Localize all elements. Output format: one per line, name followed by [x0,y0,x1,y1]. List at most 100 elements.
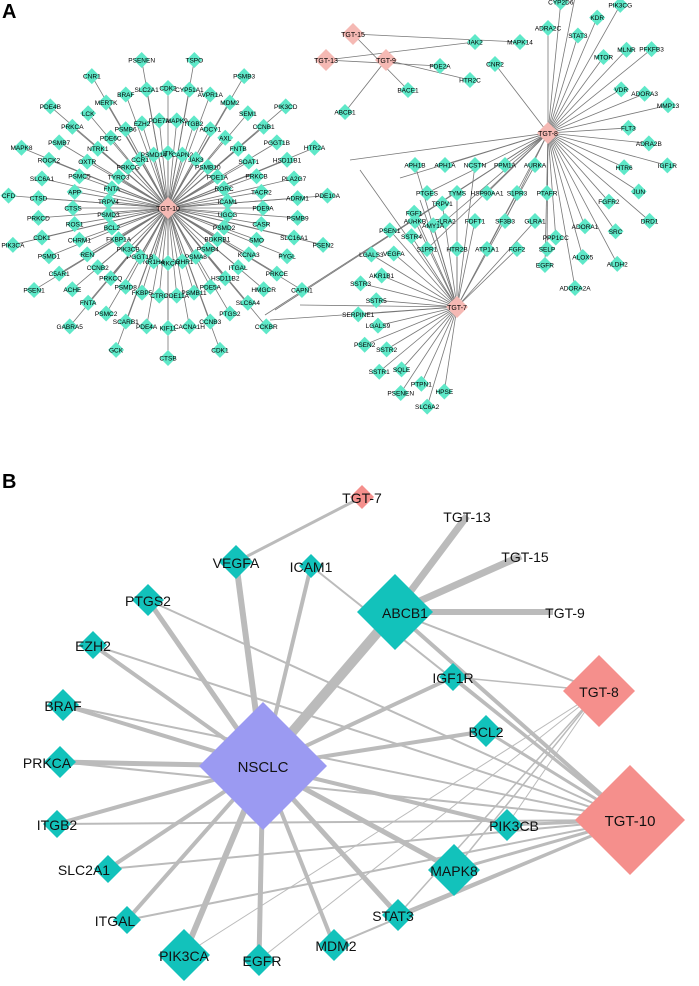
edge-tgt-8-pfkfb3 [547,48,652,134]
edge-tgt-7-slc6a2 [426,306,458,407]
target-node-adora2a [567,280,584,297]
target-node-sstr1 [371,363,388,380]
target-node-fgf2 [509,241,525,257]
target-label: PSEN1 [23,288,45,295]
target-node-ptpn1 [413,375,430,392]
target-node-slc6a2 [419,398,436,415]
target-label: CNR1 [83,74,101,81]
target-node-pde11a [168,287,185,304]
target-node-mdm2 [318,929,350,961]
target-label: PTGS2 [219,311,241,318]
target-label: SSTR4 [401,234,422,241]
target-label: SF3B3 [495,219,515,226]
target-node-pggt1b [132,248,149,265]
hub-node-tgt-9 [375,49,397,71]
target-label: BDKRB1 [204,237,230,244]
target-node-adra2c [540,20,556,36]
target-node-prkcq [102,270,119,287]
target-label: IGF1R [658,163,677,170]
target-label: PIK3CD [274,104,298,111]
target-label: PDE5A [200,284,222,291]
hub-label: TGT-13 [314,58,338,65]
target-label: PRKCG [117,164,140,171]
target-label: PGGT1B [264,140,290,147]
target-label: ABCB1 [334,110,356,117]
target-label: PSMD14 [141,152,167,159]
node-label-itgb2: ITGB2 [37,817,78,833]
target-label: APH1B [404,163,425,170]
edge-tgt-8-ppp1cc [547,132,557,238]
target-node-pggt1b [268,134,285,151]
target-label: PRKCB [245,174,267,181]
edge-tgt-8-adora2a [547,132,576,289]
target-label: TYRO3 [108,174,130,181]
node-label-icam1: ICAM1 [290,559,333,575]
target-label: ADRA2C [535,26,562,33]
target-label: FGF2 [509,247,526,254]
target-node-pik3cg [612,0,629,13]
target-node-slc6a4 [239,294,256,311]
target-node-amy1a [425,217,442,234]
target-label: TRPV1 [432,201,453,208]
target-label: PFKFB3 [639,47,664,54]
target-label: FDFT1 [465,219,486,226]
target-label: ATP1A1 [475,247,499,254]
target-label: S1PR3 [507,191,528,198]
edge-abcb1-tgt-10 [393,610,632,822]
target-label: SLC16A1 [280,235,308,242]
edge-tgt-7-fgf1 [413,212,458,308]
target-label: CAPN1 [291,288,313,295]
target-node-soat1 [240,153,257,170]
target-node-lck [80,105,97,122]
target-node-htr6 [616,159,633,176]
target-node-fdft1 [467,213,483,229]
edge-tgt-8-mtor [547,56,604,134]
node-label-nsclc: NSCLC [238,759,289,776]
target-node-cdk1 [211,341,228,358]
target-label: CACNA1H [174,324,205,331]
target-label: HTR2C [459,78,481,85]
target-node-sem1 [239,105,256,122]
target-node-casr [253,216,270,233]
target-label: SSTR2 [376,347,397,354]
target-node-ccnb2 [89,259,106,276]
target-label: TRPV4 [98,199,119,206]
panel-b-edges [56,495,632,961]
target-label: DRD1 [641,218,659,225]
target-label: TYMS [448,191,467,198]
target-node-s1pr3 [509,185,525,201]
target-node-ezh2 [79,631,107,659]
edge-tgt-7-amy1a [432,225,458,308]
edge-tgt-10-psmb4 [167,207,209,250]
node-label-mdm2: MDM2 [315,938,356,954]
target-node-pde1a [209,168,226,185]
target-label: CTRC [150,293,168,300]
target-label: LGALS9 [366,323,391,330]
compound-node-tgt-10 [575,765,685,875]
target-label: PLA2G7 [282,176,307,183]
target-node-fkbp5 [134,284,151,301]
target-node-mapk14 [512,34,528,50]
target-label: PTAFR [537,191,558,198]
target-node-rorc [216,180,233,197]
target-node-ntrk1 [89,140,106,157]
target-label: PRKCE [266,271,289,278]
edge-pik3ca-tgt-8 [183,690,600,956]
target-node-egfr [536,256,553,273]
edge-tgt-10-fkbp5 [141,207,169,293]
edge-tgt-10-pygl [167,207,288,257]
target-label: VDR [614,87,628,94]
target-label: ITK [163,151,174,158]
target-node-trpv1 [434,195,451,212]
target-node-fnta [103,180,120,197]
target-node-psen2 [356,336,373,353]
target-node-jak3 [187,151,204,168]
target-label: HTR2A [304,145,326,152]
target-node-ctss [65,200,81,216]
target-label: GABRA5 [57,324,84,331]
target-label: PRKCA [61,124,84,131]
target-node-prkch [160,255,176,271]
edge-braf-tgt-10 [62,704,631,821]
target-label: PSMB4 [197,247,219,254]
target-label: PSMB3 [233,74,255,81]
